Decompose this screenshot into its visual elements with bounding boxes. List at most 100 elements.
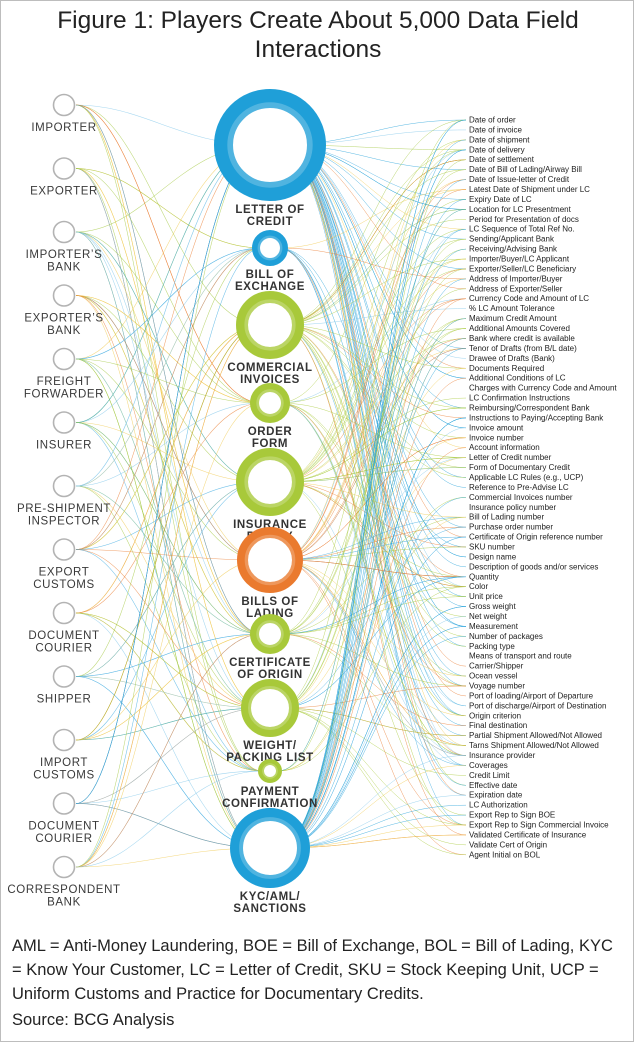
document-ring <box>241 679 299 737</box>
data-field-label: Date of delivery <box>469 145 525 154</box>
player-label: COURIER <box>35 833 92 845</box>
document-field-link <box>277 248 467 849</box>
player-document-link <box>75 422 263 709</box>
player-document-link <box>75 707 263 804</box>
document-ring <box>252 230 288 266</box>
data-field-label: LC Authorization <box>469 801 528 810</box>
data-field-label: Form of Documentary Credit <box>469 463 571 472</box>
document-field-link <box>277 437 467 635</box>
abbreviation-legend: AML = Anti-Money Laundering, BOE = Bill … <box>12 937 613 1003</box>
data-field-label: Origin criterion <box>469 711 521 720</box>
document-ring-highlight <box>257 235 283 261</box>
player-document-link <box>75 324 263 868</box>
document-field-link <box>277 324 467 468</box>
data-field-label: Date of Issue-letter of Credit <box>469 175 570 184</box>
player-label: CUSTOMS <box>33 770 95 782</box>
document-field-link <box>277 238 467 483</box>
data-field-label: Validate Cert of Origin <box>469 840 547 849</box>
document-field-link <box>277 516 467 772</box>
document-field-link <box>277 467 467 483</box>
data-field-label: Coverages <box>469 761 508 770</box>
player-document-link <box>75 358 263 849</box>
data-field-label: Maximum Credit Amount <box>469 314 557 323</box>
document-field-link <box>277 457 467 635</box>
document-field-link <box>277 144 467 746</box>
document-field-link <box>277 481 467 578</box>
player-document-link <box>75 770 263 804</box>
data-field-label: Date of settlement <box>469 155 535 164</box>
data-field-label: Reference to Pre-Advise LC <box>469 483 569 492</box>
data-field-label: Applicable LC Rules (e.g., UCP) <box>469 473 584 482</box>
document-field-link <box>277 576 467 709</box>
document-label: OF ORIGIN <box>237 669 302 681</box>
player-document-link <box>75 231 263 404</box>
data-field-label: Export Rep to Sign BOE <box>469 811 555 820</box>
player-document-link <box>75 324 263 550</box>
player-document-link <box>75 549 263 561</box>
document-field-link <box>277 247 467 756</box>
player-circle <box>52 855 76 879</box>
player-document-link <box>75 231 263 483</box>
data-field-label: Address of Exporter/Seller <box>469 284 563 293</box>
data-field-label: Net weight <box>469 612 508 621</box>
player-document-link <box>75 559 263 741</box>
document-field-link <box>277 402 467 756</box>
player-document-link <box>75 231 263 709</box>
player-document-link <box>75 402 263 868</box>
player-label: PRE-SHIPMENT <box>17 503 111 515</box>
document-ring <box>236 291 304 359</box>
data-field-label: Final destination <box>469 721 527 730</box>
data-field-label: LC Sequence of Total Ref No. <box>469 225 575 234</box>
document-node: BILLS OFLADING <box>237 527 303 620</box>
data-field-label: SKU number <box>469 542 515 551</box>
document-field-link <box>277 149 467 326</box>
figure-title: Figure 1: Players Create About 5,000 Dat… <box>0 6 636 64</box>
document-ring <box>214 89 326 201</box>
data-field-label: Documents Required <box>469 364 544 373</box>
document-field-link <box>277 559 467 756</box>
player-document-link <box>75 104 263 772</box>
player-document-link <box>75 247 263 423</box>
document-field-link <box>277 247 467 627</box>
document-field-link <box>277 707 467 736</box>
document-label: INSURANCE <box>233 519 307 531</box>
data-field-label: Certificate of Origin reference number <box>469 533 603 542</box>
document-field-link <box>277 318 467 635</box>
data-field-label: Expiration date <box>469 791 523 800</box>
data-field-label: Bill of Lading number <box>469 513 544 522</box>
document-field-link <box>277 149 467 849</box>
document-field-link <box>277 324 467 587</box>
data-field-label: Effective date <box>469 781 518 790</box>
document-field-link <box>277 559 467 578</box>
document-label: COMMERCIAL <box>227 362 312 374</box>
document-label: CERTIFICATE <box>229 657 311 669</box>
document-label: PAYMENT <box>241 786 300 798</box>
document-field-link <box>277 298 467 483</box>
document-field-link <box>277 457 467 483</box>
document-field-link <box>277 536 467 849</box>
data-field-label: Letter of Credit number <box>469 453 552 462</box>
document-field-link <box>277 402 467 458</box>
player-label: BANK <box>47 325 81 337</box>
data-field-label: Port of discharge/Airport of Destination <box>469 701 606 710</box>
data-field-label: Latest Date of Shipment under LC <box>469 185 590 194</box>
player-document-link <box>75 104 263 326</box>
player-circle <box>52 157 76 180</box>
data-field-label: Address of Importer/Buyer <box>469 274 563 283</box>
player-label: BANK <box>47 262 81 274</box>
data-field-label: Insurance policy number <box>469 503 556 512</box>
document-field-link <box>277 324 467 409</box>
player-circle <box>52 728 76 752</box>
player-document-link <box>75 295 263 635</box>
player-label: SHIPPER <box>37 694 92 706</box>
player-document-link <box>75 770 263 868</box>
document-field-link <box>277 258 467 561</box>
